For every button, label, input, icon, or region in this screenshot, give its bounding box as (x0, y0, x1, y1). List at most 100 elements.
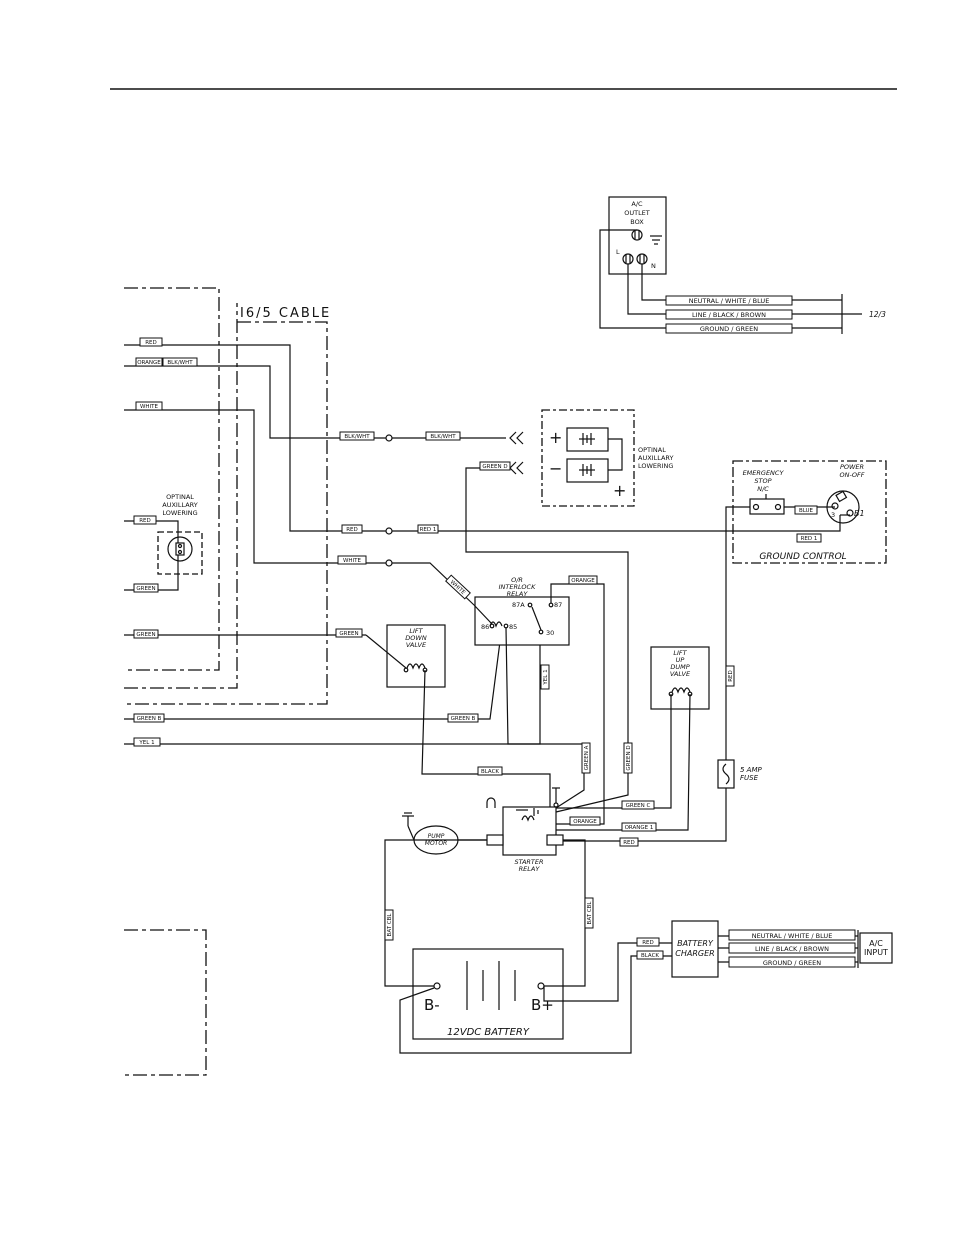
svg-text:WHITE: WHITE (343, 558, 362, 564)
tag-yel-1-left: YEL 1 (133, 737, 161, 747)
svg-text:WHITE: WHITE (140, 404, 159, 410)
battery-charger: BATTERY CHARGER (671, 920, 719, 978)
svg-text:LIFT: LIFT (673, 649, 687, 657)
svg-text:BAT CBL: BAT CBL (387, 913, 393, 937)
svg-text:LOWERING: LOWERING (638, 462, 673, 470)
tag-green-mid: GREEN (335, 628, 363, 638)
svg-text:INPUT: INPUT (864, 948, 888, 957)
tag-green-b-mid: GREEN B (447, 713, 479, 723)
svg-text:UP: UP (676, 656, 685, 664)
tag-red: RED (139, 337, 163, 347)
svg-text:POWER: POWER (840, 463, 864, 471)
svg-text:GROUND / GREEN: GROUND / GREEN (763, 959, 821, 967)
outlet-wire-line-tag: LINE / BLACK / BROWN (665, 309, 793, 320)
tag-black-mid: BLACK (477, 766, 503, 776)
wire-red-fuse (556, 788, 727, 842)
aux-lowering-top: + − + OPTINAL AUXILLARY LOWERING (509, 409, 674, 507)
tag-orange: ORANGE (135, 357, 163, 367)
svg-text:LINE / BLACK / BROWN: LINE / BLACK / BROWN (692, 311, 766, 319)
tag-white-a: WHITE (337, 555, 367, 565)
wire-green-d (465, 467, 629, 813)
tag-bat-cbl-right: BAT CBL (584, 897, 594, 929)
svg-text:AUXILLARY: AUXILLARY (162, 501, 198, 509)
svg-text:ORANGE: ORANGE (137, 360, 161, 366)
svg-text:A/C: A/C (869, 939, 883, 948)
tag-bat-cbl-left: BAT CBL (384, 909, 394, 941)
wire-white (124, 409, 475, 606)
battery-neg: B- (424, 996, 440, 1014)
svg-text:RED: RED (346, 527, 358, 533)
tag-red-ch: RED (636, 937, 660, 947)
svg-text:STOP: STOP (754, 477, 771, 485)
svg-text:GREEN C: GREEN C (626, 803, 651, 809)
svg-text:DUMP: DUMP (670, 663, 689, 671)
outlet-wire-neutral-tag: NEUTRAL / WHITE / BLUE (665, 295, 793, 306)
tag-green-d-top: GREEN D (479, 461, 511, 471)
outlet-title-1: A/C (631, 200, 643, 208)
lift-down-valve: LIFT DOWN VALVE (386, 624, 446, 688)
tag-orange-st: ORANGE (569, 816, 601, 826)
svg-text:EMERGENCY: EMERGENCY (743, 469, 785, 477)
svg-text:N/C: N/C (757, 485, 769, 493)
outlet-cable-label: 12/3 (869, 310, 886, 319)
wire-black-85 (505, 627, 585, 809)
tag-red-st: RED (619, 837, 639, 847)
svg-text:BLUE: BLUE (799, 508, 814, 514)
svg-text:LIFT: LIFT (409, 627, 423, 635)
svg-text:ORANGE: ORANGE (571, 578, 595, 584)
svg-text:MOTOR: MOTOR (425, 840, 447, 847)
wire-green-b (124, 625, 503, 720)
tag-green-c: GREEN C (621, 800, 655, 810)
tag-red-a: RED (341, 524, 363, 534)
outlet-n: N (651, 262, 656, 270)
svg-text:INTERLOCK: INTERLOCK (499, 583, 536, 591)
wire-blk-wht (124, 365, 506, 439)
outlet-title-2: OUTLET (624, 209, 650, 217)
svg-text:RED 1: RED 1 (420, 527, 437, 533)
svg-text:ORANGE: ORANGE (573, 819, 597, 825)
wire-black (421, 669, 551, 815)
ground-control-title: GROUND CONTROL (759, 552, 846, 562)
tag-red1-a: RED 1 (417, 524, 439, 534)
svg-text:87A: 87A (512, 601, 525, 609)
cable-box-title: I6/5 CABLE (240, 306, 331, 321)
left-harness-box (124, 287, 238, 689)
svg-text:87: 87 (554, 601, 562, 609)
wire-orange-1 (540, 693, 691, 831)
aux-plus-1: + (549, 428, 562, 447)
tag-white-diag: WHITE (445, 574, 471, 600)
ground-symbol (650, 235, 662, 245)
svg-text:B1: B1 (854, 509, 865, 518)
svg-text:LINE / BLACK / BROWN: LINE / BLACK / BROWN (755, 945, 829, 953)
aux-lowering-left: OPTINAL AUXILLARY LOWERING (124, 493, 203, 591)
svg-text:BLK/WHT: BLK/WHT (167, 360, 193, 366)
battery-label: 12VDC BATTERY (447, 1027, 530, 1038)
svg-text:GREEN D: GREEN D (482, 464, 507, 470)
svg-text:PUMP: PUMP (428, 833, 445, 840)
svg-text:AUXILLARY: AUXILLARY (638, 454, 674, 462)
wire-green-c (556, 694, 672, 809)
interlock-relay: O/R INTERLOCK RELAY 87A 87 86 85 30 (474, 576, 570, 646)
wire-red (124, 344, 841, 532)
svg-text:3: 3 (831, 511, 835, 519)
lower-left-box (124, 929, 207, 1076)
lift-up-dump-valve: LIFT UP DUMP VALVE (650, 646, 710, 710)
tag-yel1-v: YEL 1 (540, 664, 550, 690)
tag-green-left-aux: GREEN (133, 583, 159, 593)
cable-box: I6/5 CABLE (124, 306, 331, 705)
svg-text:O/R: O/R (511, 576, 523, 584)
svg-text:RED 1: RED 1 (801, 536, 818, 542)
tag-green-left: GREEN (133, 629, 159, 639)
outlet-title-3: BOX (630, 218, 644, 226)
svg-text:BLACK: BLACK (481, 769, 499, 775)
svg-text:86: 86 (481, 623, 489, 631)
svg-text:RED: RED (145, 340, 157, 346)
tag-white: WHITE (135, 401, 163, 411)
pump-motor: PUMP MOTOR (402, 812, 459, 855)
tag-orange-relay: ORANGE (568, 575, 598, 585)
svg-text:BATTERY: BATTERY (677, 939, 714, 948)
svg-text:BLACK: BLACK (641, 953, 659, 959)
svg-text:GREEN B: GREEN B (451, 716, 476, 722)
svg-text:RED: RED (623, 840, 635, 846)
svg-text:RED: RED (642, 940, 654, 946)
